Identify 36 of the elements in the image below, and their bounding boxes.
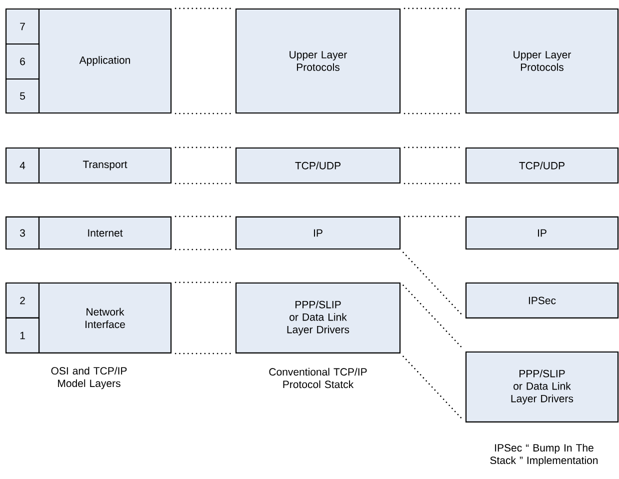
protocol-box: PPP/SLIP or Data Link Layer Drivers (235, 282, 401, 354)
protocol-box: Upper Layer Protocols (465, 8, 619, 114)
dotted-line (404, 146, 462, 148)
column-caption: Conventional TCP/IP Protocol Statck (269, 368, 367, 388)
dotted-line (174, 352, 232, 354)
dotted-line (404, 216, 462, 218)
dotted-line (174, 8, 232, 10)
column-caption: OSI and TCP/IP Model Layers (51, 366, 127, 390)
dotted-line (174, 216, 232, 218)
layer-number-box: 3 (5, 216, 40, 250)
protocol-box: PPP/SLIP or Data Link Layer Drivers (465, 351, 619, 423)
dotted-line (174, 182, 232, 184)
dotted-line (404, 112, 462, 114)
layer-number-box: 1 (5, 317, 40, 354)
layer-box: Application (38, 8, 172, 114)
dotted-line (174, 146, 232, 148)
dotted-line (402, 252, 464, 316)
column-caption: IPSec “ Bump In The Stack ” Implementation (490, 444, 598, 466)
protocol-box: IPSec (465, 282, 619, 319)
dotted-line (402, 284, 464, 350)
dotted-line (402, 356, 464, 420)
layer-number-box: 7 (5, 8, 40, 45)
dotted-line (404, 8, 462, 10)
protocol-box: IP (465, 216, 619, 250)
dotted-line (404, 182, 462, 184)
protocol-box: TCP/UDP (235, 147, 401, 184)
dotted-line (174, 282, 232, 284)
dotted-line (174, 248, 232, 250)
layer-number-box: 4 (5, 147, 40, 184)
dotted-line (174, 112, 232, 114)
layer-number-box: 2 (5, 282, 40, 319)
protocol-box: Upper Layer Protocols (235, 8, 401, 114)
layer-number-box: 5 (5, 78, 40, 114)
protocol-box: TCP/UDP (465, 147, 619, 184)
protocol-box: IP (235, 216, 401, 250)
layer-number-box: 6 (5, 43, 40, 80)
